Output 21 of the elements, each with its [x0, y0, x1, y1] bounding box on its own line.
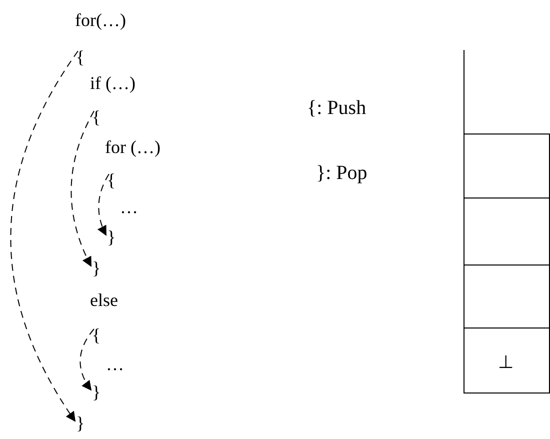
brace-text: } — [76, 412, 86, 434]
brace-text: { — [92, 324, 102, 346]
code-text: for(…) — [75, 11, 126, 29]
brace-text: } — [92, 381, 102, 403]
brace-text: { — [92, 106, 102, 128]
legend-text: }: Pop — [316, 163, 368, 183]
code-text: for (…) — [105, 138, 160, 156]
code-text: else — [90, 291, 118, 309]
brace-text: } — [107, 226, 117, 248]
dashed-arrow — [80, 328, 94, 391]
brace-text: { — [76, 46, 86, 68]
legend-text: {: Push — [307, 98, 366, 118]
code-text: if (…) — [90, 74, 136, 92]
stack-bottom-symbol: ⊥ — [498, 353, 514, 371]
dashed-arrow — [10, 50, 78, 422]
dashed-arrow — [70, 110, 94, 267]
code-text: … — [120, 198, 138, 216]
brace-text: } — [92, 257, 102, 279]
code-text: … — [106, 355, 124, 373]
dashed-arrow — [98, 174, 110, 236]
brace-text: { — [107, 169, 117, 191]
